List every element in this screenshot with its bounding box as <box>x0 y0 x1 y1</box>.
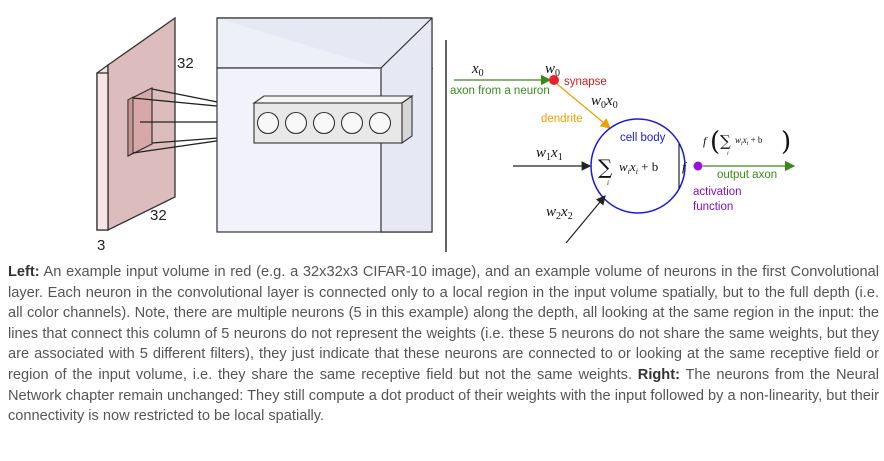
neuron-column-side <box>401 94 413 145</box>
right-diagram: x0 w0 synapse axon from a neuron w0x0 de… <box>450 61 796 244</box>
sum-index: i <box>607 179 609 187</box>
caption-right-text: The neurons from the Neural Network chap… <box>8 366 879 425</box>
axon-label: axon from a neuron <box>450 85 550 97</box>
activation-dot <box>693 161 703 171</box>
x0-label: x0 <box>471 61 484 79</box>
w2x2-arrow <box>565 195 606 244</box>
output-axon-label: output axon <box>717 169 777 181</box>
output-f: f <box>703 134 708 148</box>
output-sum-index: i <box>727 151 729 157</box>
output-paren-left: ( <box>710 127 720 157</box>
w1x1-label: w1x1 <box>536 145 563 163</box>
dim-label-side: 32 <box>150 207 167 224</box>
neuron-column-top <box>252 95 414 104</box>
dendrite-line <box>556 83 612 129</box>
neuron-2 <box>284 111 308 135</box>
output-paren-right: ) <box>781 127 791 157</box>
dim-label-depth: 3 <box>97 237 105 254</box>
caption-left-text: An example input volume in red (e.g. a 3… <box>8 264 879 383</box>
synapse-dot <box>549 75 559 85</box>
left-diagram: 32 32 3 <box>96 16 434 254</box>
neuron-column <box>252 94 414 145</box>
caption-left-label: Left: <box>8 264 40 280</box>
conv-volume <box>216 17 434 233</box>
activation-label: activation <box>693 186 742 198</box>
input-volume <box>96 16 176 232</box>
neuron-4 <box>340 111 364 135</box>
f-symbol: f <box>682 159 688 174</box>
sum-symbol: ∑ <box>598 155 613 179</box>
caption-right-label: Right: <box>637 366 680 383</box>
conv-volume-front <box>216 67 382 233</box>
neuron-5 <box>368 111 392 135</box>
dim-label-top: 32 <box>177 55 194 72</box>
receptive-field-edge <box>127 96 134 157</box>
input-volume-front <box>96 72 109 231</box>
figure: 32 32 3 <box>96 16 796 254</box>
cell-body-label: cell body <box>620 132 666 144</box>
w0-label: w0 <box>545 61 560 79</box>
figure-caption: Left: An example input volume in red (e.… <box>8 262 879 427</box>
w2x2-label: w2x2 <box>546 204 573 222</box>
neuron-3 <box>312 111 336 135</box>
w0x0-label: w0x0 <box>591 93 618 111</box>
neuron-1 <box>256 111 280 135</box>
function-label: function <box>693 201 733 213</box>
output-sum-symbol: ∑ <box>720 132 731 150</box>
synapse-label: synapse <box>564 76 607 88</box>
dendrite-label: dendrite <box>541 113 583 125</box>
sum-expression: wixi + b <box>619 159 658 176</box>
output-expression: wixi + b <box>735 135 763 147</box>
